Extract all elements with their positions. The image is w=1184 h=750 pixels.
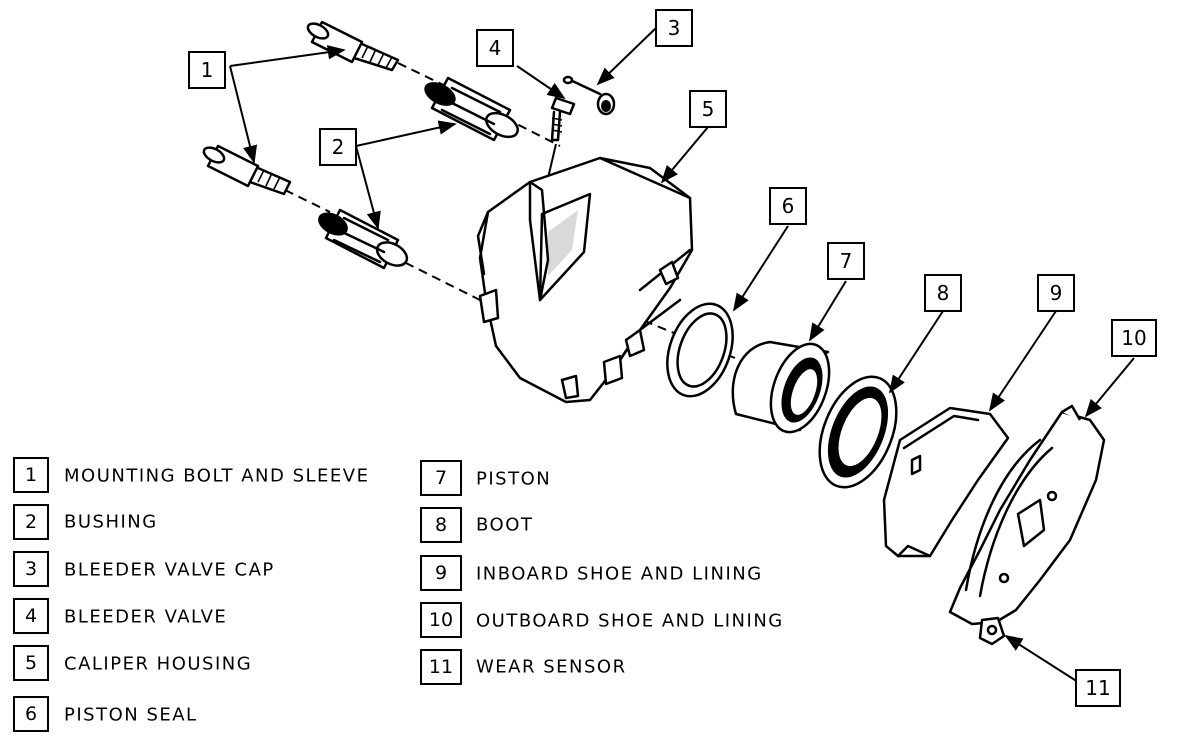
- callout-5: 5: [689, 90, 727, 128]
- svg-text:PISTON: PISTON: [476, 469, 551, 490]
- svg-text:7: 7: [435, 467, 447, 489]
- svg-text:10: 10: [429, 609, 453, 631]
- legend-item-5: 5 CALIPER HOUSING: [13, 645, 252, 681]
- svg-text:9: 9: [1050, 281, 1063, 305]
- part-mounting-bolt-upper: [306, 20, 459, 93]
- legend-item-7: 7 PISTON: [420, 460, 551, 496]
- callout-9: 9: [1037, 274, 1075, 312]
- svg-text:PISTON SEAL: PISTON SEAL: [64, 705, 198, 726]
- legend-item-11: 11 WEAR SENSOR: [420, 649, 627, 685]
- callout-10: 10: [1111, 319, 1157, 357]
- svg-text:2: 2: [25, 511, 37, 533]
- callout-6: 6: [769, 187, 807, 225]
- part-inboard-shoe: [882, 406, 1010, 558]
- legend-item-3: 3 BLEEDER VALVE CAP: [13, 551, 275, 587]
- svg-text:9: 9: [435, 562, 447, 584]
- legend: 1 MOUNTING BOLT AND SLEEVE 2 BUSHING 3 B…: [13, 457, 784, 732]
- part-boot: [818, 375, 898, 489]
- svg-text:8: 8: [937, 281, 950, 305]
- callout-11: 11: [1075, 669, 1121, 707]
- part-bushing-lower: [318, 208, 481, 301]
- svg-text:CALIPER HOUSING: CALIPER HOUSING: [64, 654, 252, 675]
- svg-text:1: 1: [25, 464, 37, 486]
- callout-3: 3: [655, 9, 693, 47]
- leader-lines: [229, 27, 1135, 683]
- part-piston-seal: [666, 302, 734, 398]
- svg-text:BLEEDER VALVE: BLEEDER VALVE: [64, 607, 227, 628]
- legend-item-8: 8 BOOT: [420, 507, 533, 543]
- svg-text:INBOARD SHOE AND LINING: INBOARD SHOE AND LINING: [476, 564, 763, 585]
- part-bleeder-valve-cap: [562, 75, 616, 116]
- svg-text:6: 6: [25, 703, 37, 725]
- svg-text:3: 3: [25, 558, 37, 580]
- svg-text:7: 7: [840, 249, 853, 273]
- svg-text:OUTBOARD SHOE AND LINING: OUTBOARD SHOE AND LINING: [476, 611, 784, 632]
- part-wear-sensor: [978, 616, 1006, 646]
- svg-text:WEAR SENSOR: WEAR SENSOR: [476, 657, 627, 678]
- legend-item-6: 6 PISTON SEAL: [13, 696, 198, 732]
- svg-text:8: 8: [435, 514, 447, 536]
- part-bleeder-valve: [547, 96, 576, 179]
- callout-8: 8: [924, 274, 962, 312]
- part-caliper-housing: [476, 156, 736, 404]
- svg-text:11: 11: [1085, 676, 1110, 700]
- svg-text:4: 4: [25, 605, 37, 627]
- svg-text:5: 5: [25, 652, 37, 674]
- svg-text:1: 1: [201, 58, 214, 82]
- legend-item-1: 1 MOUNTING BOLT AND SLEEVE: [13, 457, 370, 493]
- part-mounting-bolt-lower: [202, 144, 331, 213]
- svg-text:11: 11: [429, 656, 453, 678]
- part-piston: [731, 340, 831, 434]
- callout-4: 4: [476, 29, 514, 67]
- svg-text:3: 3: [668, 16, 681, 40]
- part-bushing-upper: [424, 76, 561, 147]
- svg-text:MOUNTING BOLT AND SLEEVE: MOUNTING BOLT AND SLEEVE: [64, 466, 370, 487]
- callout-7: 7: [827, 242, 865, 280]
- legend-item-10: 10 OUTBOARD SHOE AND LINING: [420, 602, 784, 638]
- callout-2: 2: [319, 128, 357, 166]
- legend-item-9: 9 INBOARD SHOE AND LINING: [420, 555, 763, 591]
- svg-text:2: 2: [332, 135, 345, 159]
- svg-text:BUSHING: BUSHING: [64, 512, 158, 533]
- svg-text:BLEEDER VALVE CAP: BLEEDER VALVE CAP: [64, 560, 275, 581]
- legend-item-4: 4 BLEEDER VALVE: [13, 598, 227, 634]
- callout-1: 1: [188, 51, 226, 89]
- svg-text:5: 5: [702, 97, 715, 121]
- svg-text:6: 6: [782, 194, 795, 218]
- legend-item-2: 2 BUSHING: [13, 504, 158, 540]
- svg-text:10: 10: [1121, 326, 1146, 350]
- svg-text:BOOT: BOOT: [476, 515, 533, 536]
- svg-text:4: 4: [489, 36, 502, 60]
